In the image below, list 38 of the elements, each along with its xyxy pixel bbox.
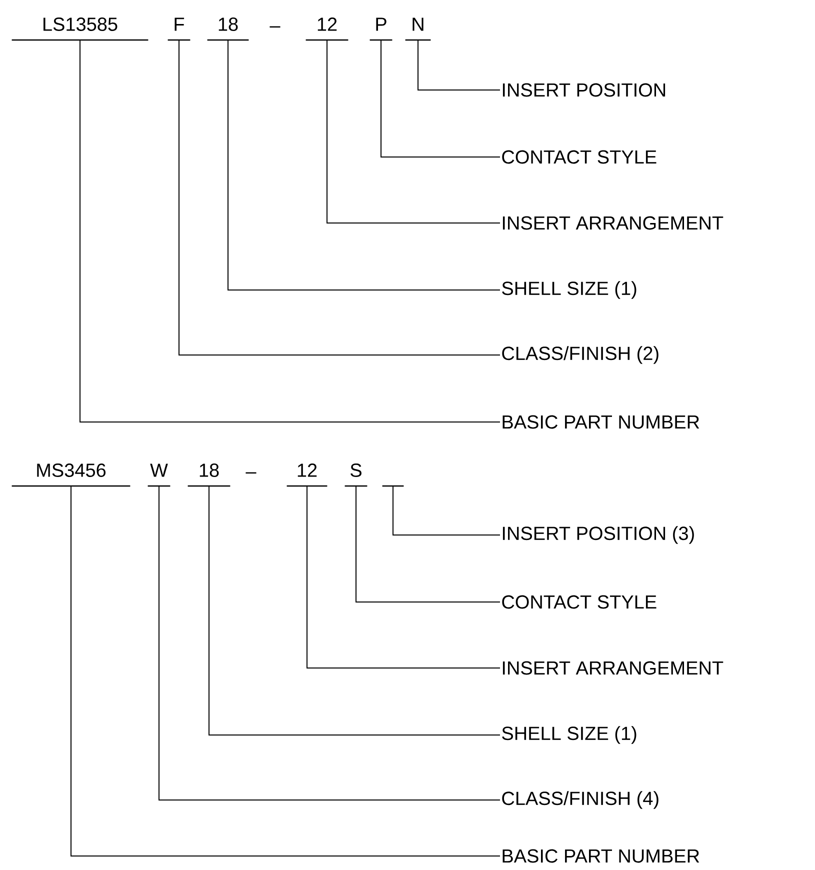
- part-code: P: [370, 18, 392, 41]
- field-description: SHELL SIZE (1): [502, 281, 636, 299]
- separator-dash: –: [270, 26, 280, 28]
- field-description: BASIC PART NUMBER: [502, 415, 700, 429]
- leader-line: [356, 486, 500, 602]
- field-description: INSERT ARRANGEMENT: [502, 661, 724, 675]
- part-code: 12: [306, 18, 348, 41]
- field-description: CLASS/FINISH (2): [502, 346, 658, 364]
- part-code: F: [168, 18, 190, 41]
- leader-line: [80, 40, 500, 422]
- leader-line: [70, 486, 500, 856]
- part-code: LS13585: [12, 18, 148, 41]
- part-code: MS3456: [12, 464, 130, 487]
- field-description: CONTACT STYLE: [502, 595, 656, 609]
- part-code: S: [344, 464, 368, 487]
- field-description: INSERT POSITION: [502, 83, 666, 97]
- field-description: BASIC PART NUMBER: [502, 849, 700, 863]
- leader-line: [306, 486, 500, 668]
- part-code: W: [148, 464, 170, 487]
- leader-line: [326, 40, 500, 224]
- leader-line: [228, 40, 500, 290]
- separator-dash: –: [246, 472, 256, 474]
- leader-line: [178, 40, 500, 356]
- leader-line: [392, 486, 500, 536]
- part-code: 12: [286, 464, 328, 487]
- field-description: INSERT ARRANGEMENT: [502, 216, 724, 230]
- part-code: 18: [207, 18, 249, 41]
- field-description: CLASS/FINISH (4): [502, 791, 658, 809]
- leader-line: [380, 40, 500, 158]
- leader-line: [208, 486, 500, 736]
- field-description: SHELL SIZE (1): [502, 726, 636, 744]
- blank-code-line: [382, 485, 404, 487]
- field-description: INSERT POSITION (3): [502, 526, 694, 544]
- field-description: CONTACT STYLE: [502, 150, 656, 164]
- part-code: 18: [188, 464, 230, 487]
- part-code: N: [405, 18, 431, 41]
- leader-line: [158, 486, 500, 800]
- leader-line: [418, 40, 500, 90]
